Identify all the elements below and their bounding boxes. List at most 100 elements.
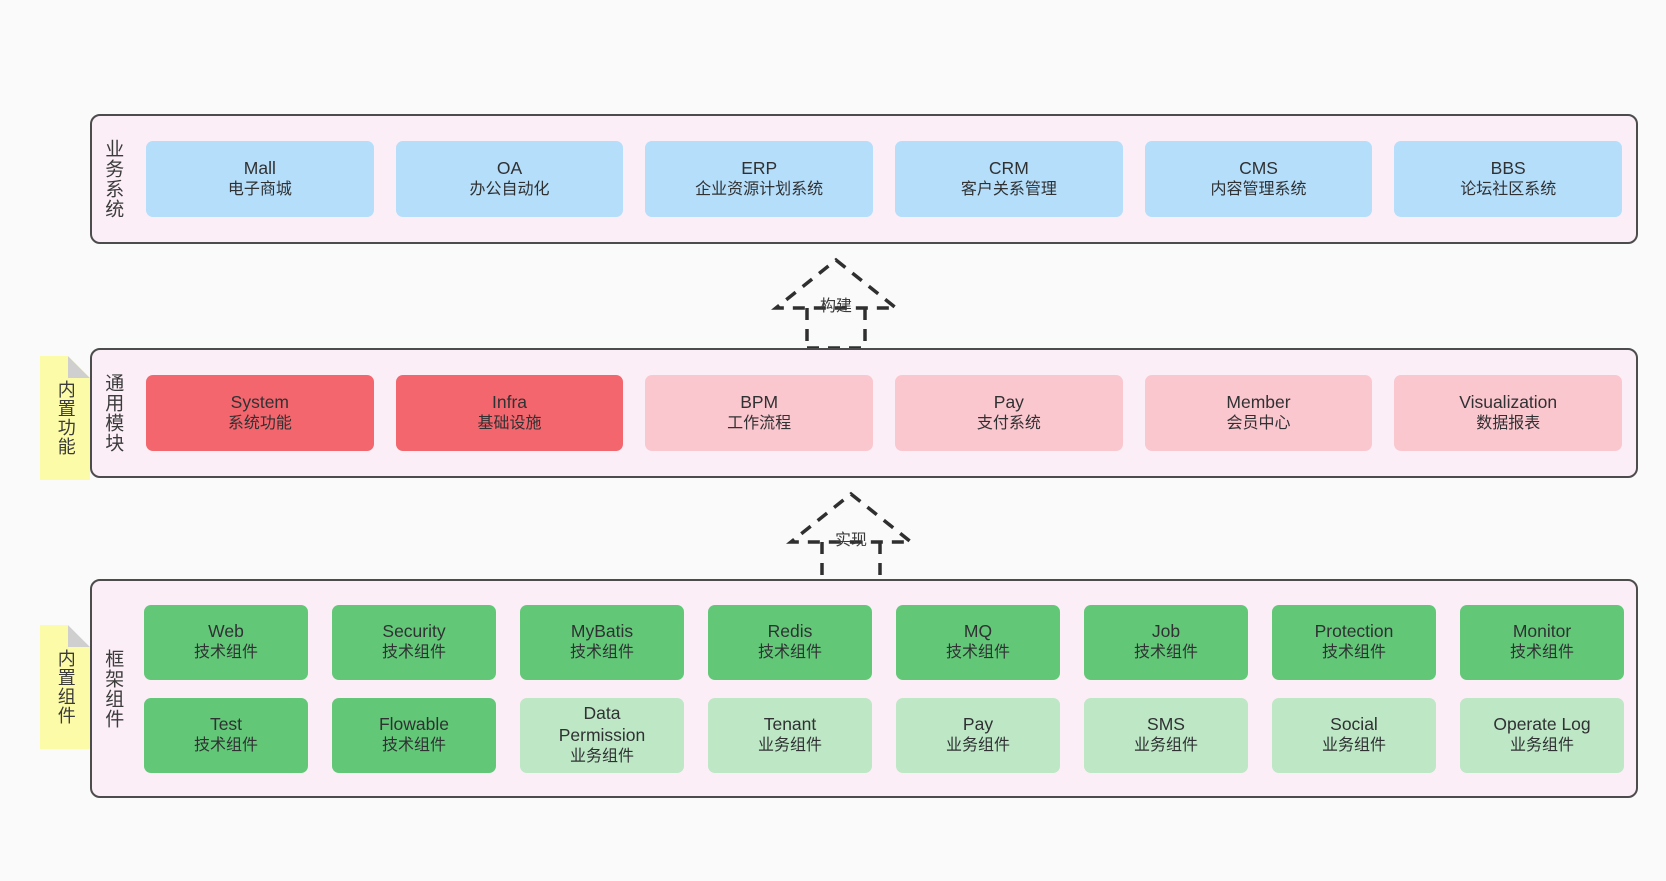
- card-title: Mall: [243, 158, 276, 179]
- card-bpm[interactable]: BPM 工作流程: [645, 375, 874, 451]
- card-subtitle: 技术组件: [1133, 643, 1198, 661]
- card-subtitle: 技术组件: [381, 736, 446, 754]
- card-sms[interactable]: SMS 业务组件: [1084, 697, 1248, 773]
- card-title: Infra: [491, 392, 528, 413]
- card-title: MyBatis: [570, 621, 634, 642]
- card-title: SMS: [1147, 714, 1185, 735]
- card-subtitle: 系统功能: [227, 414, 292, 432]
- card-job[interactable]: Job 技术组件: [1084, 604, 1248, 680]
- card-subtitle: 业务组件: [945, 736, 1010, 754]
- card-title: Web: [208, 621, 244, 642]
- card-subtitle: 业务组件: [1509, 736, 1574, 754]
- card-title: Data Permission: [558, 703, 646, 745]
- layer-body-framework-components: Web 技术组件 Security 技术组件 MyBatis 技术组件 Redi…: [132, 581, 1636, 796]
- card-subtitle: 技术组件: [381, 643, 446, 661]
- card-mq[interactable]: MQ 技术组件: [896, 604, 1060, 680]
- card-subtitle: 技术组件: [193, 643, 258, 661]
- card-social[interactable]: Social 业务组件: [1272, 697, 1436, 773]
- card-test[interactable]: Test 技术组件: [144, 697, 308, 773]
- card-title: Security: [382, 621, 446, 642]
- card-security[interactable]: Security 技术组件: [332, 604, 496, 680]
- card-title: OA: [496, 158, 523, 179]
- card-title: Tenant: [763, 714, 817, 735]
- card-operate-log[interactable]: Operate Log 业务组件: [1460, 697, 1624, 773]
- note-fold-corner: [68, 625, 90, 647]
- card-subtitle: 企业资源计划系统: [695, 180, 824, 198]
- card-system[interactable]: System 系统功能: [146, 375, 374, 451]
- card-subtitle: 基础设施: [477, 414, 542, 432]
- card-subtitle: 内容管理系统: [1210, 180, 1307, 198]
- card-title: Job: [1151, 621, 1181, 642]
- connector-label-build: 构建: [820, 298, 853, 315]
- card-subtitle: 论坛社区系统: [1460, 180, 1557, 198]
- card-title: BPM: [740, 392, 779, 413]
- card-oa[interactable]: OA 办公自动化: [395, 141, 624, 217]
- card-title: Redis: [767, 621, 813, 642]
- card-title: BBS: [1490, 158, 1526, 179]
- layer-framework-components: 框架组件 Web 技术组件 Security 技术组件 MyBatis 技术组件…: [90, 579, 1638, 798]
- card-subtitle: 支付系统: [976, 414, 1041, 432]
- note-label: 内置组件: [55, 649, 76, 725]
- card-title: CMS: [1239, 158, 1278, 179]
- card-subtitle: 业务组件: [1133, 736, 1198, 754]
- card-title: CRM: [988, 158, 1029, 179]
- card-pay[interactable]: Pay 支付系统: [895, 375, 1123, 451]
- card-subtitle: 技术组件: [193, 736, 258, 754]
- card-subtitle: 业务组件: [757, 736, 822, 754]
- card-subtitle: 数据报表: [1476, 414, 1541, 432]
- card-protection[interactable]: Protection 技术组件: [1272, 604, 1436, 680]
- card-pay-business[interactable]: Pay 业务组件: [896, 697, 1060, 773]
- card-title: Test: [209, 714, 243, 735]
- note-builtin-components: 内置组件: [40, 625, 90, 749]
- card-subtitle: 技术组件: [945, 643, 1010, 661]
- card-title: Social: [1330, 714, 1378, 735]
- card-mybatis[interactable]: MyBatis 技术组件: [520, 604, 684, 680]
- card-row: System 系统功能 Infra 基础设施 BPM 工作流程 Pay 支付系统…: [146, 375, 1623, 451]
- card-cms[interactable]: CMS 内容管理系统: [1144, 141, 1373, 217]
- card-title: Member: [1226, 392, 1291, 413]
- card-mall[interactable]: Mall 电子商城: [146, 141, 374, 217]
- card-crm[interactable]: CRM 客户关系管理: [895, 141, 1123, 217]
- card-subtitle: 技术组件: [1509, 643, 1574, 661]
- card-title: Visualization: [1459, 392, 1558, 413]
- card-infra[interactable]: Infra 基础设施: [395, 375, 624, 451]
- card-title: MQ: [963, 621, 993, 642]
- layer-title-framework-components: 框架组件: [102, 648, 124, 729]
- card-title: Operate Log: [1493, 714, 1591, 735]
- card-web[interactable]: Web 技术组件: [144, 604, 308, 680]
- card-subtitle: 会员中心: [1226, 414, 1291, 432]
- card-subtitle: 客户关系管理: [960, 180, 1057, 198]
- card-monitor[interactable]: Monitor 技术组件: [1460, 604, 1624, 680]
- layer-title-common-modules: 通用模块: [102, 373, 124, 453]
- card-flowable[interactable]: Flowable 技术组件: [332, 697, 496, 773]
- note-fold-corner: [68, 356, 90, 378]
- card-subtitle: 业务组件: [1321, 736, 1386, 754]
- card-row: Test 技术组件 Flowable 技术组件 Data Permission …: [144, 697, 1624, 773]
- card-data-permission[interactable]: Data Permission 业务组件: [520, 697, 684, 773]
- card-erp[interactable]: ERP 企业资源计划系统: [645, 141, 874, 217]
- card-row: Mall 电子商城 OA 办公自动化 ERP 企业资源计划系统 CRM 客户关系…: [146, 141, 1623, 217]
- card-title: Protection: [1314, 621, 1394, 642]
- card-subtitle: 业务组件: [569, 747, 634, 765]
- card-title: Monitor: [1512, 621, 1572, 642]
- connector-label-implement: 实现: [835, 532, 868, 549]
- card-subtitle: 工作流程: [727, 414, 792, 432]
- layer-business-systems: 业务系统 Mall 电子商城 OA 办公自动化 ERP 企业资源计划系统 CRM…: [90, 114, 1638, 244]
- card-title: System: [230, 392, 290, 413]
- card-title: Pay: [962, 714, 994, 735]
- card-redis[interactable]: Redis 技术组件: [708, 604, 872, 680]
- card-tenant[interactable]: Tenant 业务组件: [708, 697, 872, 773]
- note-label: 内置功能: [55, 380, 76, 456]
- layer-title-business-systems: 业务系统: [102, 139, 124, 219]
- card-title: ERP: [741, 158, 778, 179]
- layer-body-business-systems: Mall 电子商城 OA 办公自动化 ERP 企业资源计划系统 CRM 客户关系…: [132, 116, 1636, 242]
- card-subtitle: 办公自动化: [469, 180, 550, 198]
- card-subtitle: 技术组件: [569, 643, 634, 661]
- layer-body-common-modules: System 系统功能 Infra 基础设施 BPM 工作流程 Pay 支付系统…: [132, 350, 1636, 476]
- card-visualization[interactable]: Visualization 数据报表: [1394, 375, 1623, 451]
- card-subtitle: 技术组件: [1321, 643, 1386, 661]
- card-bbs[interactable]: BBS 论坛社区系统: [1394, 141, 1623, 217]
- card-member[interactable]: Member 会员中心: [1144, 375, 1373, 451]
- layer-common-modules: 通用模块 System 系统功能 Infra 基础设施 BPM 工作流程 Pay…: [90, 348, 1638, 478]
